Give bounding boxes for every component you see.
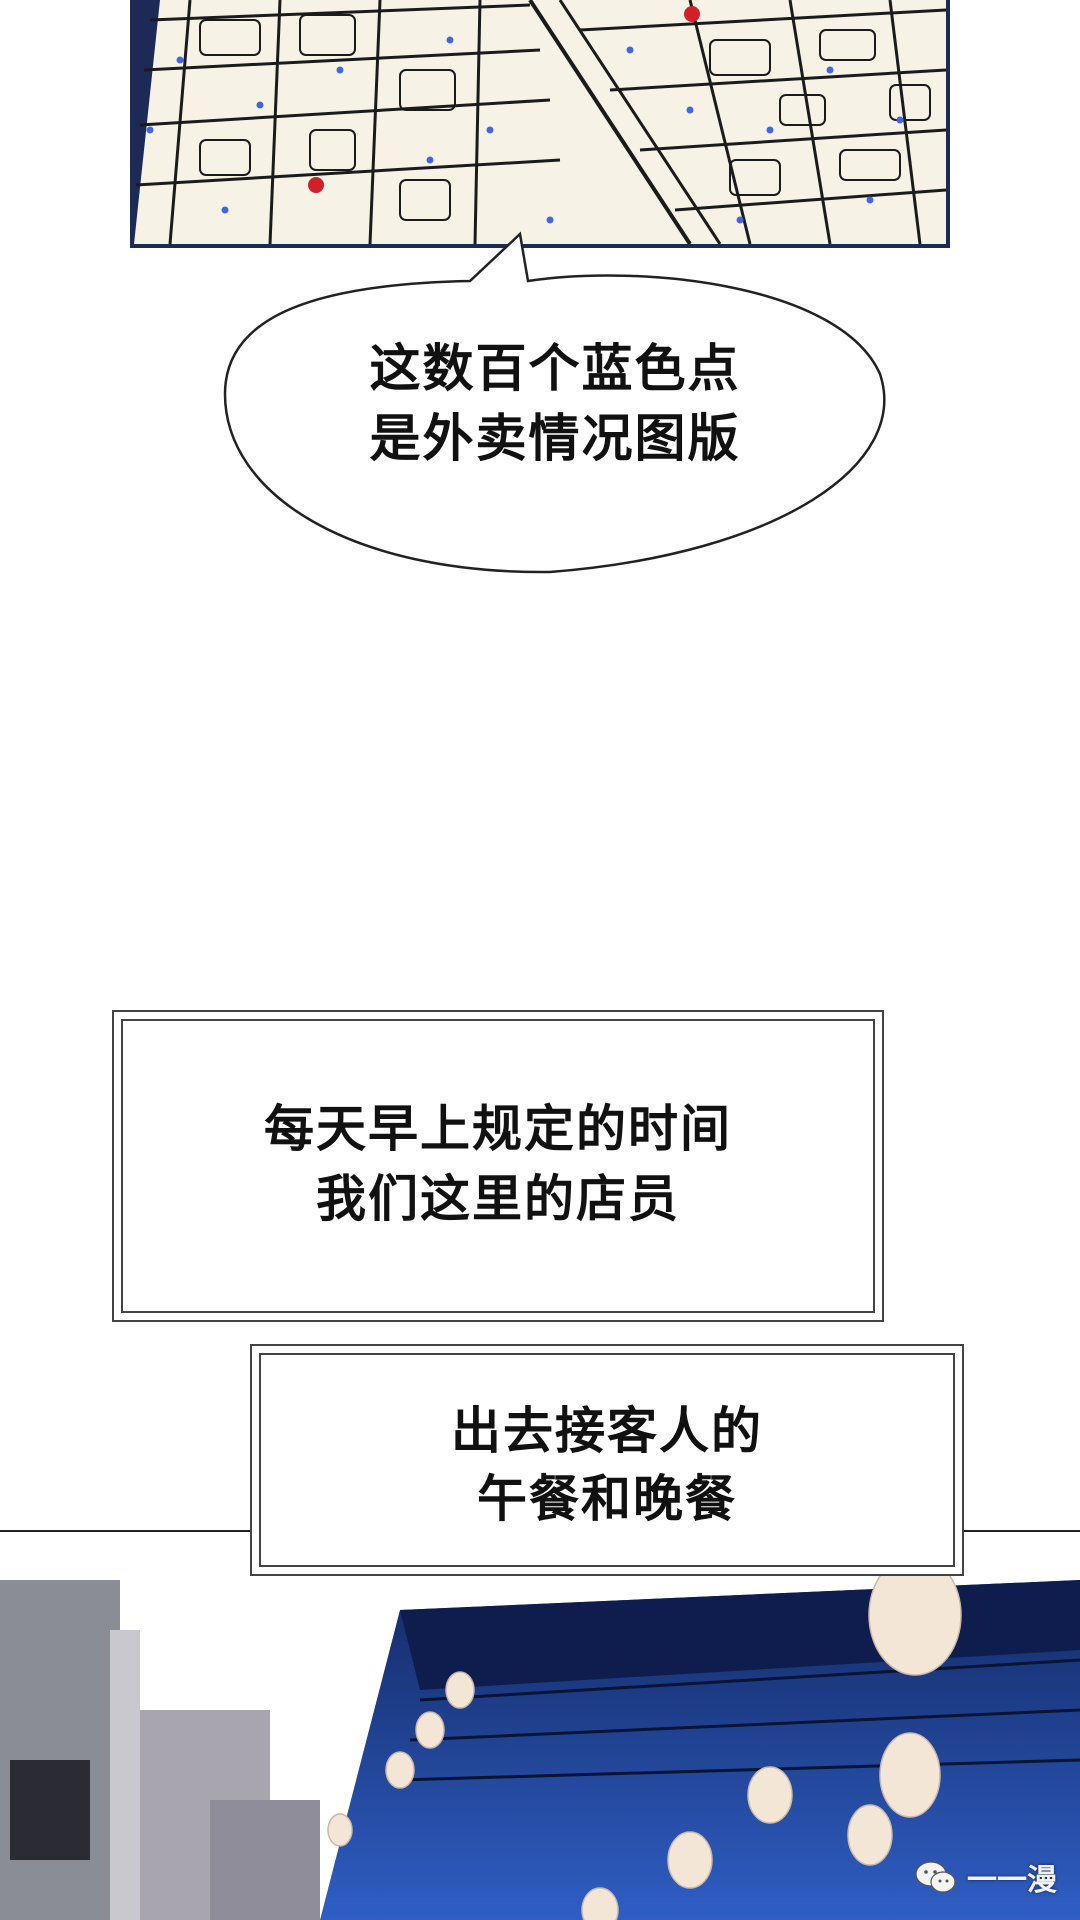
caption-box-1: 每天早上规定的时间 我们这里的店员 [112,1010,884,1322]
map-panel-illustration [130,0,950,248]
watermark: 一一漫 [915,1855,1057,1899]
caption-2-line-2: 午餐和晚餐 [477,1470,737,1528]
caption-box-2: 出去接客人的 午餐和晚餐 [250,1344,964,1576]
caption-1-line-2: 我们这里的店员 [316,1170,680,1228]
night-street-scene-illustration [0,1530,1080,1920]
wechat-icon [915,1861,956,1893]
bubble-line-1: 这数百个蓝色点 [369,340,741,399]
caption-1-line-1: 每天早上规定的时间 [264,1100,732,1158]
bubble-line-2: 是外卖情况图版 [369,410,741,469]
speech-bubble: 这数百个蓝色点 是外卖情况图版 [220,224,890,574]
watermark-text: 一一漫 [967,1863,1057,1898]
caption-2-line-1: 出去接客人的 [451,1402,763,1460]
